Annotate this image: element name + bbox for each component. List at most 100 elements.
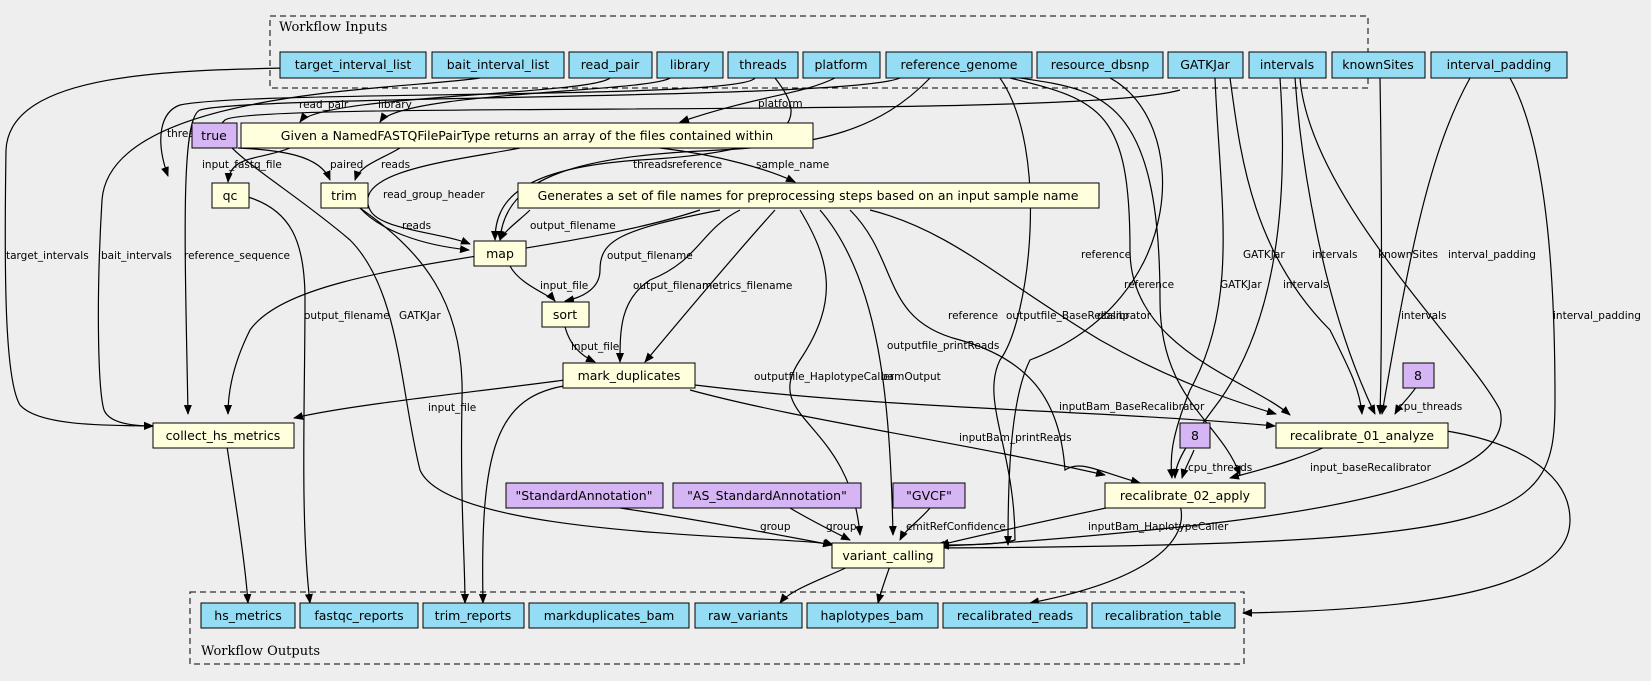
const-8-apply[interactable]: 8 [1179,422,1211,449]
edge-intervals-recal1 [1294,77,1376,415]
edge-8b-recal2 [1180,449,1195,479]
node-label: read_pair [581,57,640,72]
output-raw-variants[interactable]: raw_variants [694,602,803,629]
node-label: recalibration_table [1105,608,1222,623]
output-markduplicates-bam[interactable]: markduplicates_bam [528,602,690,629]
edge-label: outputfile_BaseRecalibrator [1006,310,1152,322]
step-mark-duplicates[interactable]: mark_duplicates [562,362,696,389]
input-platform[interactable]: platform [802,51,881,79]
input-bait-interval-list[interactable]: bait_interval_list [431,51,565,79]
edge-label: threads [633,159,673,171]
edge-gen-markdup-metrics [644,209,776,363]
edge-stdannot-variant [619,507,833,548]
edge-label: knownSites [1378,249,1438,261]
node-label: recalibrated_reads [957,608,1073,623]
output-recalibrated-reads[interactable]: recalibrated_reads [942,602,1088,629]
output-haplotypes-bam[interactable]: haplotypes_bam [806,602,939,629]
node-label: recalibrate_02_apply [1120,488,1251,503]
step-variant-calling[interactable]: variant_calling [831,542,945,569]
node-label: library [670,57,711,72]
edge-trim-map [359,207,470,254]
node-label: hs_metrics [214,608,281,623]
node-label: collect_hs_metrics [166,428,281,443]
step-sort[interactable]: sort [541,301,590,328]
step-map[interactable]: map [473,240,527,267]
edge-markdup-recal2 [689,389,1106,477]
node-label: Given a NamedFASTQFilePairType returns a… [281,128,773,143]
node-label: "GVCF" [906,488,952,503]
node-label: bait_interval_list [447,57,550,72]
edge-label: input_file [428,402,476,414]
output-hs-metrics[interactable]: hs_metrics [200,602,296,629]
input-intervals[interactable]: intervals [1248,51,1327,79]
node-label: fastqc_reports [314,608,403,623]
input-resource-dbsnp[interactable]: resource_dbsnp [1036,51,1164,79]
edge-gen-sort [564,209,721,304]
edge-label: reference [1081,249,1131,261]
node-label: haplotypes_bam [820,608,923,623]
edge-knownsites-recal1 [1376,77,1385,415]
const-gvcf[interactable]: "GVCF" [892,482,966,509]
output-recalibration-table[interactable]: recalibration_table [1091,602,1236,629]
edge-label: output_filename [607,250,693,262]
edge-label: intervals [1283,279,1329,291]
edge-gen-variant-hc [789,209,864,536]
edge-label: intervals [1401,310,1447,322]
step-qc[interactable]: qc [211,182,250,209]
input-read-pair[interactable]: read_pair [568,51,653,79]
edge-label: platform [758,98,803,110]
edge-gen-variant-bam [819,209,897,536]
edge-label: input_baseRecalibrator [1310,462,1432,474]
step-recalibrate-01-analyze[interactable]: recalibrate_01_analyze [1275,422,1449,449]
input-knownsites[interactable]: knownSites [1331,51,1426,79]
edge-label: cpu_threads [1398,401,1462,413]
step-trim[interactable]: trim [320,182,369,209]
node-label: "AS_StandardAnnotation" [687,488,847,503]
edge-threads-qc [160,77,756,177]
edge-label: reference_sequence [184,250,290,262]
edge-dbsnp-variant [1004,77,1164,546]
input-interval-padding[interactable]: interval_padding [1430,51,1568,79]
edge-label: bamOutput [881,371,941,383]
edge-refseq-collect [183,77,901,415]
input-target-interval-list[interactable]: target_interval_list [279,51,427,79]
node-label: qc [223,188,238,203]
edge-label: output_filename [633,280,719,292]
input-gatkjar[interactable]: GATKJar [1167,51,1244,79]
step-collect-hs-metrics[interactable]: collect_hs_metrics [152,422,295,449]
edge-label: bait_intervals [101,250,172,262]
const-true[interactable]: true [191,122,238,149]
step-generate-names[interactable]: Generates a set of file names for prepro… [517,182,1100,209]
node-label: map [486,246,514,261]
input-threads[interactable]: threads [727,51,799,79]
output-fastqc-reports[interactable]: fastqc_reports [299,602,419,629]
edge-label: cpu_threads [1188,462,1252,474]
edge-label: read_group_header [383,189,485,201]
input-library[interactable]: library [656,51,724,79]
edge-label: interval_padding [1448,249,1536,261]
const-standard-annotation[interactable]: "StandardAnnotation" [505,482,664,509]
edge-target-intervals [4,66,351,430]
const-8-analyze[interactable]: 8 [1402,362,1435,389]
edge-label: sample_name [756,159,829,171]
edge-label: reference [948,310,998,322]
edge-asstd-variant [789,507,851,541]
step-split-fastq[interactable]: Given a NamedFASTQFilePairType returns a… [240,122,814,149]
edge-label: group [760,521,791,533]
node-label: target_interval_list [295,57,412,72]
output-trim-reports[interactable]: trim_reports [422,602,525,629]
edge-library [379,77,671,123]
edge-label: outputfile_printReads [887,340,999,352]
edge-label: inputBam_printReads [959,432,1072,444]
node-label: Generates a set of file names for prepro… [538,188,1079,203]
node-label: intervals [1260,57,1314,72]
edge-label: intervals [1312,249,1358,261]
node-label: threads [739,57,787,72]
edge-gen-recal1 [869,209,1277,416]
node-label: mark_duplicates [578,368,681,383]
const-as-standard-annotation[interactable]: "AS_StandardAnnotation" [672,482,862,509]
step-recalibrate-02-apply[interactable]: recalibrate_02_apply [1104,482,1266,509]
input-reference-genome[interactable]: reference_genome [885,51,1033,79]
edge-padding-recal1 [1379,77,1471,415]
